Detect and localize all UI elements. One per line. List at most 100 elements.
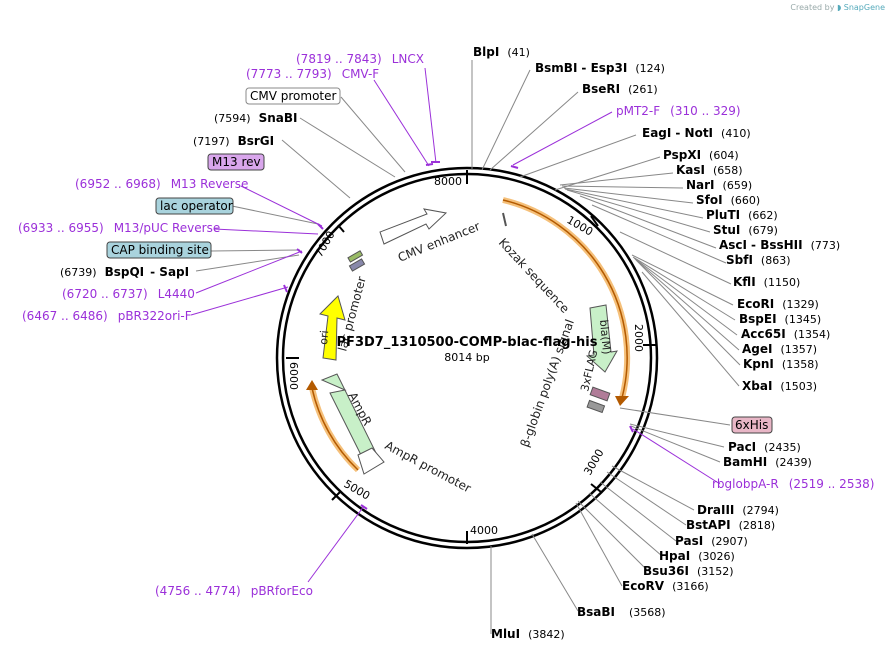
site-bstapi: BstAPI(2818) (686, 518, 775, 532)
site-eagi: EagI- NotI(410) (642, 126, 751, 140)
bla-arrow (585, 304, 618, 373)
leader-bspqi (195, 254, 300, 272)
primer-leader-cmvf (373, 79, 430, 167)
tick-7000 (337, 224, 345, 233)
site-xbai: XbaI(1503) (742, 379, 817, 393)
primer-leader-pbrforeco (307, 505, 365, 583)
site-agei: AgeI(1357) (742, 342, 817, 356)
ori-label: ori (317, 330, 331, 345)
cmv-enhancer-arrow (379, 208, 448, 245)
primer-mark-m13 (317, 223, 324, 230)
leader-ecori (631, 254, 734, 306)
primer-m13reverse: (6952 .. 6968)M13 Reverse (75, 177, 248, 191)
primer-pbrforeco: (4756 .. 4774)pBRforEco (155, 584, 313, 598)
snapgene-credit: Created by ◗ SnapGene (790, 3, 885, 12)
site-sfoi: SfoI(660) (696, 193, 760, 207)
leader-kpni (635, 259, 741, 366)
credit-brand: SnapGene (843, 3, 885, 12)
site-stui: StuI(679) (713, 223, 778, 237)
plasmid-name: PF3D7_1310500-COMP-blac-flag-his (337, 335, 598, 350)
site-mlui: MluI(3842) (491, 627, 565, 641)
primer-pmt2f: pMT2-F(310 .. 329) (616, 104, 741, 118)
leader-pasi (599, 481, 677, 542)
plasmid-length: 8014 bp (444, 351, 489, 364)
leader-sbfi (591, 204, 727, 264)
primer-lncx: (7819 .. 7843)LNCX (296, 52, 424, 66)
leader-paci (629, 423, 725, 448)
leader-asci (579, 195, 717, 249)
leader-bstapi (606, 471, 687, 526)
orf-arc-left-core (311, 387, 359, 471)
primer-cmvf: (7773 .. 7793)CMV-F (246, 67, 379, 81)
primer-leader-m13puc (213, 228, 319, 235)
site-ecori: EcoRI(1329) (737, 297, 819, 311)
leader-6xhis (619, 407, 731, 426)
site-bsu36i: Bsu36I(3152) (643, 564, 734, 578)
leader-bsmbi (481, 69, 531, 171)
bla-label: bla(M) (597, 319, 613, 355)
leader-acc65i (633, 257, 738, 336)
credit-created-by: Created by (790, 3, 835, 12)
primer-leader-rbglob (632, 428, 721, 485)
primer-mark-pmt2f (510, 165, 519, 169)
primer-leader-pbr322 (190, 286, 289, 316)
tick-label-2000: 2000 (632, 324, 645, 352)
site-paci: PacI(2435) (728, 440, 801, 454)
site-hpai: HpaI(3026) (659, 549, 735, 563)
site-bspqi: (6739)BspQI- SapI (60, 265, 189, 279)
leader-pspxi (554, 156, 661, 191)
leader-kasi (559, 172, 674, 186)
primer-leaders (190, 67, 721, 583)
ampr-promoter-label: AmpR promoter (383, 438, 474, 495)
box-cap-binding (106, 241, 212, 259)
leader-xbai (641, 271, 740, 387)
site-asci: AscI- BssHII(773) (719, 238, 840, 252)
ampr-arrow (320, 373, 379, 464)
enzyme-labels-left: (7594)SnaBI (7197)BsrGI (6739)BspQI- Sap… (60, 111, 297, 279)
site-draiii: DraIII(2794) (697, 503, 779, 517)
site-bamhi: BamHI(2439) (723, 455, 812, 469)
tick-label-4000: 4000 (470, 524, 498, 537)
primer-m13puc: (6933 .. 6955)M13/pUC Reverse (18, 221, 220, 235)
primer-mark-rbglob (629, 425, 634, 433)
box-m13-rev (207, 153, 265, 171)
leader-kfli (619, 231, 732, 285)
box-6xhis-text: 6xHis (735, 418, 768, 432)
leader-bsabi (531, 533, 579, 612)
site-pasi: PasI(2907) (675, 534, 748, 548)
leader-stui (566, 189, 711, 233)
tick-label-5000: 5000 (342, 477, 373, 502)
primer-leader-lncx (424, 67, 437, 164)
leader-agei (634, 258, 740, 351)
box-6xhis (731, 416, 773, 434)
primer-leader-pmt2f (512, 111, 613, 166)
flag-label: 3xFLAG (578, 349, 600, 393)
backbone-outer (275, 166, 659, 550)
leader-bseri (489, 91, 579, 171)
leader-bsrgi (281, 139, 351, 199)
site-bspei: BspEI(1345) (739, 312, 821, 326)
leader-eagi (519, 134, 637, 178)
tick-label-8000: 8000 (434, 175, 462, 188)
site-sbfi: SbfI(863) (726, 253, 791, 267)
leader-cmv-promoter (340, 96, 406, 173)
his-box (586, 399, 606, 414)
primer-pbr322ori: (6467 .. 6486)pBR322ori-F (22, 309, 192, 323)
box-cap-binding-text: CAP binding site (111, 243, 209, 257)
site-pluti: PluTI(662) (706, 208, 778, 222)
kozak-label: Kozak sequence (496, 235, 572, 315)
leader-ecorv (575, 502, 623, 587)
site-bsabi: BsaBI(3568) (577, 605, 666, 619)
primer-marks (283, 161, 634, 510)
site-kpni: KpnI(1358) (743, 357, 818, 371)
leader-hpai (588, 492, 663, 557)
leader-bsu36i (577, 500, 649, 572)
ori-arrow (319, 295, 346, 361)
primer-mark-pbr322 (283, 284, 288, 293)
site-kfli: KflI(1150) (733, 275, 800, 289)
box-cmv-promoter (245, 87, 341, 105)
leader-cap (210, 249, 301, 252)
flag-box (589, 386, 611, 402)
leader-draiii (611, 465, 695, 511)
